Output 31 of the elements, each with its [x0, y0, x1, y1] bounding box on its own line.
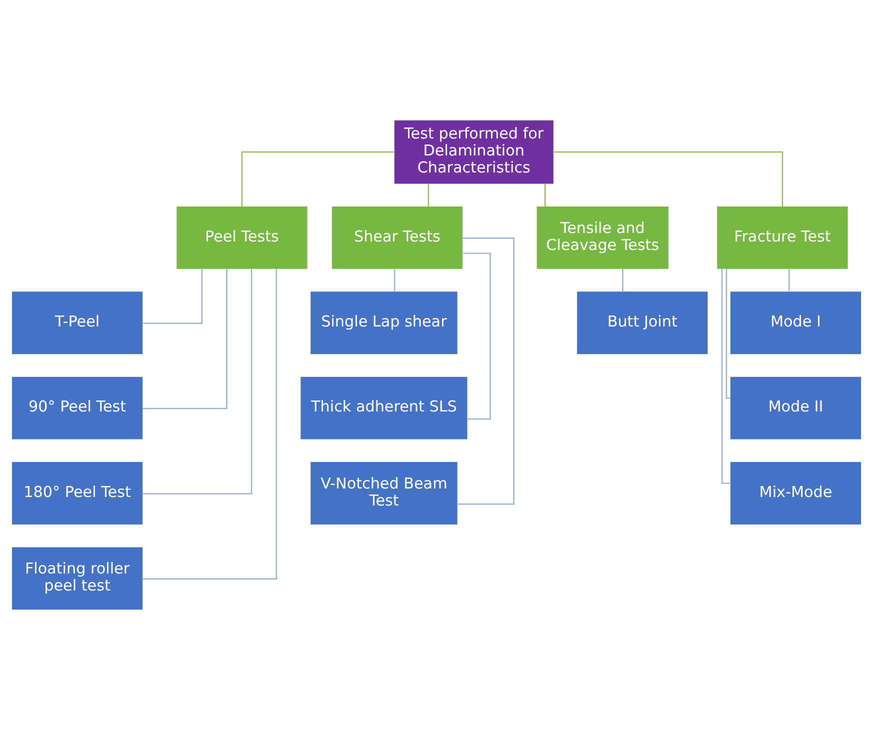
- connector: [462, 252, 491, 420]
- connector: [428, 182, 430, 206]
- node-box: Peel Tests: [176, 206, 308, 268]
- node-box: 90° Peel Test: [12, 376, 143, 439]
- connector: [721, 268, 731, 484]
- node-box: Single Lap shear: [310, 291, 458, 354]
- node-box: Test performed for Delamination Characteristics: [394, 120, 554, 184]
- node-box: Butt Joint: [577, 291, 708, 354]
- connector: [622, 268, 624, 292]
- connector: [394, 268, 396, 292]
- node-box: Shear Tests: [332, 206, 463, 268]
- node-box: 180° Peel Test: [12, 462, 143, 524]
- connector: [142, 268, 252, 494]
- node-box: Floating roller peel test: [12, 546, 143, 610]
- node-box: Tensile and Cleavage Tests: [536, 206, 668, 268]
- node-box: T-Peel: [12, 291, 143, 354]
- node-box: Thick adherent SLS: [300, 376, 468, 439]
- connector: [142, 268, 203, 324]
- connector: [142, 268, 277, 580]
- node-box: Mode II: [730, 376, 862, 439]
- connector: [552, 150, 784, 206]
- node-box: V-Notched Beam Test: [310, 462, 458, 524]
- connector: [544, 182, 546, 206]
- connector: [726, 268, 731, 398]
- node-box: Mix-Mode: [730, 462, 862, 524]
- connector: [456, 237, 514, 504]
- node-box: Mode I: [730, 291, 862, 354]
- connector: [788, 268, 790, 292]
- connector: [241, 150, 395, 206]
- connector: [142, 268, 228, 409]
- node-box: Fracture Test: [717, 206, 848, 268]
